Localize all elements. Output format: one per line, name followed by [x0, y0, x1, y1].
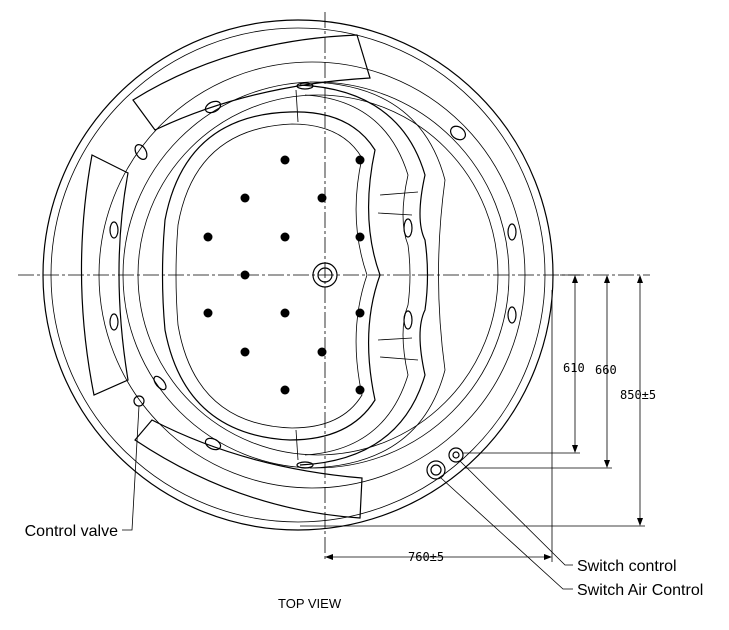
air-jet — [280, 308, 290, 318]
side-jet — [153, 375, 167, 391]
side-jet — [296, 82, 314, 90]
side-jet — [109, 313, 119, 331]
dim-760-arrow-right — [544, 554, 552, 560]
side-jet — [507, 223, 517, 241]
deck-edge — [98, 61, 526, 489]
air-jet — [203, 308, 213, 318]
side-jet — [296, 461, 314, 469]
air-jet — [355, 155, 365, 165]
air-jet — [355, 308, 365, 318]
control-valve-label: Control valve — [25, 523, 118, 540]
switch-air-control-inner — [430, 464, 442, 476]
drain-inner — [317, 267, 333, 283]
seat-segment-4 — [379, 356, 419, 361]
dim-610-text: 610 — [563, 361, 585, 375]
seat-segment-2 — [377, 212, 413, 216]
air-jets-group — [203, 155, 365, 395]
drain-outer — [312, 262, 338, 288]
air-jet — [240, 193, 250, 203]
side-jet — [403, 310, 413, 330]
air-jet — [203, 232, 213, 242]
dim-610-arrow-bottom — [572, 445, 578, 453]
deck-step — [137, 94, 499, 456]
view-caption: TOP VIEW — [278, 596, 342, 611]
outer-rim-inner-edge — [50, 27, 546, 523]
air-jet — [280, 155, 290, 165]
air-jet — [240, 270, 250, 280]
dim-660-arrow-top — [604, 275, 610, 283]
side-jets-group — [109, 82, 517, 469]
air-jet — [355, 232, 365, 242]
switch-air-control — [426, 460, 446, 480]
headrest-pad-left — [80, 154, 129, 396]
basin-outline — [161, 111, 381, 441]
dim-660-arrow-bottom — [604, 460, 610, 468]
dim-660-text: 660 — [595, 363, 617, 377]
outer-rim — [42, 19, 554, 531]
seat-curve-outer — [299, 84, 429, 466]
switch-control-label: Switch control — [577, 558, 677, 575]
dim-850-text: 850±5 — [620, 388, 656, 402]
dim-850-arrow-bottom — [637, 518, 643, 526]
air-jet — [317, 193, 327, 203]
dim-760-arrow-left — [325, 554, 333, 560]
seat-segment-6 — [295, 429, 299, 461]
dim-760-text: 760±5 — [408, 550, 444, 564]
control-valve-leader — [122, 405, 140, 531]
switch-air-control-leader — [440, 477, 573, 590]
seat-curve-inner — [309, 81, 446, 469]
air-jet — [317, 347, 327, 357]
switch-control-inner — [452, 451, 460, 459]
side-jet — [204, 100, 222, 114]
switch-control-leader — [459, 460, 573, 566]
side-jet — [507, 306, 517, 324]
switch-air-control-label: Switch Air Control — [577, 582, 703, 599]
side-jet — [134, 144, 148, 160]
side-jet — [204, 437, 222, 451]
headrest-pad-top — [132, 34, 371, 131]
seat-segment-1 — [379, 191, 419, 196]
dim-850-arrow-top — [637, 275, 643, 283]
basin-inner-outline — [175, 123, 368, 429]
seat-curve-mid — [304, 94, 411, 456]
switch-control — [448, 447, 464, 463]
side-jet — [403, 218, 413, 238]
side-jet — [449, 125, 467, 141]
air-jet — [355, 385, 365, 395]
air-jet — [280, 385, 290, 395]
dim-610-arrow-top — [572, 275, 578, 283]
control-valve — [133, 395, 145, 407]
air-jet — [240, 347, 250, 357]
air-jet — [280, 232, 290, 242]
seat-segment-5 — [295, 89, 299, 123]
side-jet — [109, 221, 119, 239]
seat-segment-3 — [377, 337, 413, 341]
